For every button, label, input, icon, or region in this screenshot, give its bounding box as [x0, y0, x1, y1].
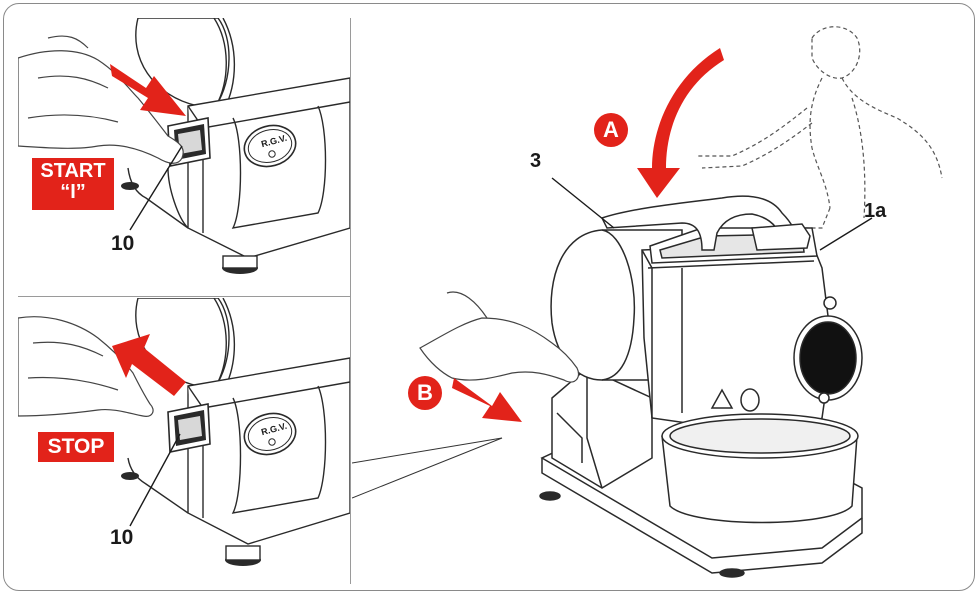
stop-panel-illustration	[18, 298, 350, 566]
operator-outline	[697, 26, 943, 229]
start-label-line2: “I”	[60, 181, 86, 203]
stop-label: STOP	[38, 432, 114, 462]
callout-line-1a	[819, 217, 873, 251]
arrow-b-icon	[452, 378, 522, 422]
panel-divider-horizontal	[18, 296, 350, 298]
main-panel-illustration	[352, 26, 943, 578]
grater-head	[641, 227, 833, 439]
rgv-badge	[243, 412, 297, 456]
start-panel-illustration	[18, 18, 350, 274]
step-a-marker: A	[594, 113, 628, 147]
machine-foot	[121, 472, 139, 480]
start-label-line1: START	[40, 160, 106, 182]
zoom-line	[352, 437, 503, 464]
hand-pointing	[419, 291, 580, 383]
arrow-a-icon	[637, 48, 724, 198]
zoom-line	[352, 437, 503, 499]
callout-3: 3	[530, 150, 542, 172]
callout-line-3	[551, 177, 615, 229]
rgv-badge	[243, 124, 297, 168]
machine-foot	[121, 182, 139, 190]
grater-window	[793, 296, 863, 404]
press-arrow-icon	[110, 64, 186, 116]
callout-10-stop: 10	[110, 526, 134, 549]
main-panel: A B 3 1a	[352, 18, 970, 584]
step-b-marker: B	[408, 376, 442, 410]
release-arrow-icon	[112, 334, 186, 396]
callout-1a: 1a	[864, 200, 887, 222]
hand-pressing	[18, 35, 184, 164]
start-panel: START “I” 10	[18, 18, 350, 296]
hopper-cover	[751, 223, 811, 251]
callout-line	[129, 433, 181, 527]
hand-releasing	[18, 316, 154, 417]
power-switch	[167, 403, 211, 453]
collection-bowl	[661, 413, 859, 524]
start-label: START “I”	[32, 158, 114, 210]
panel-divider-vertical	[350, 18, 352, 584]
callout-10-start: 10	[111, 232, 135, 255]
callout-line	[129, 145, 183, 231]
stop-panel: STOP 10	[18, 298, 350, 584]
